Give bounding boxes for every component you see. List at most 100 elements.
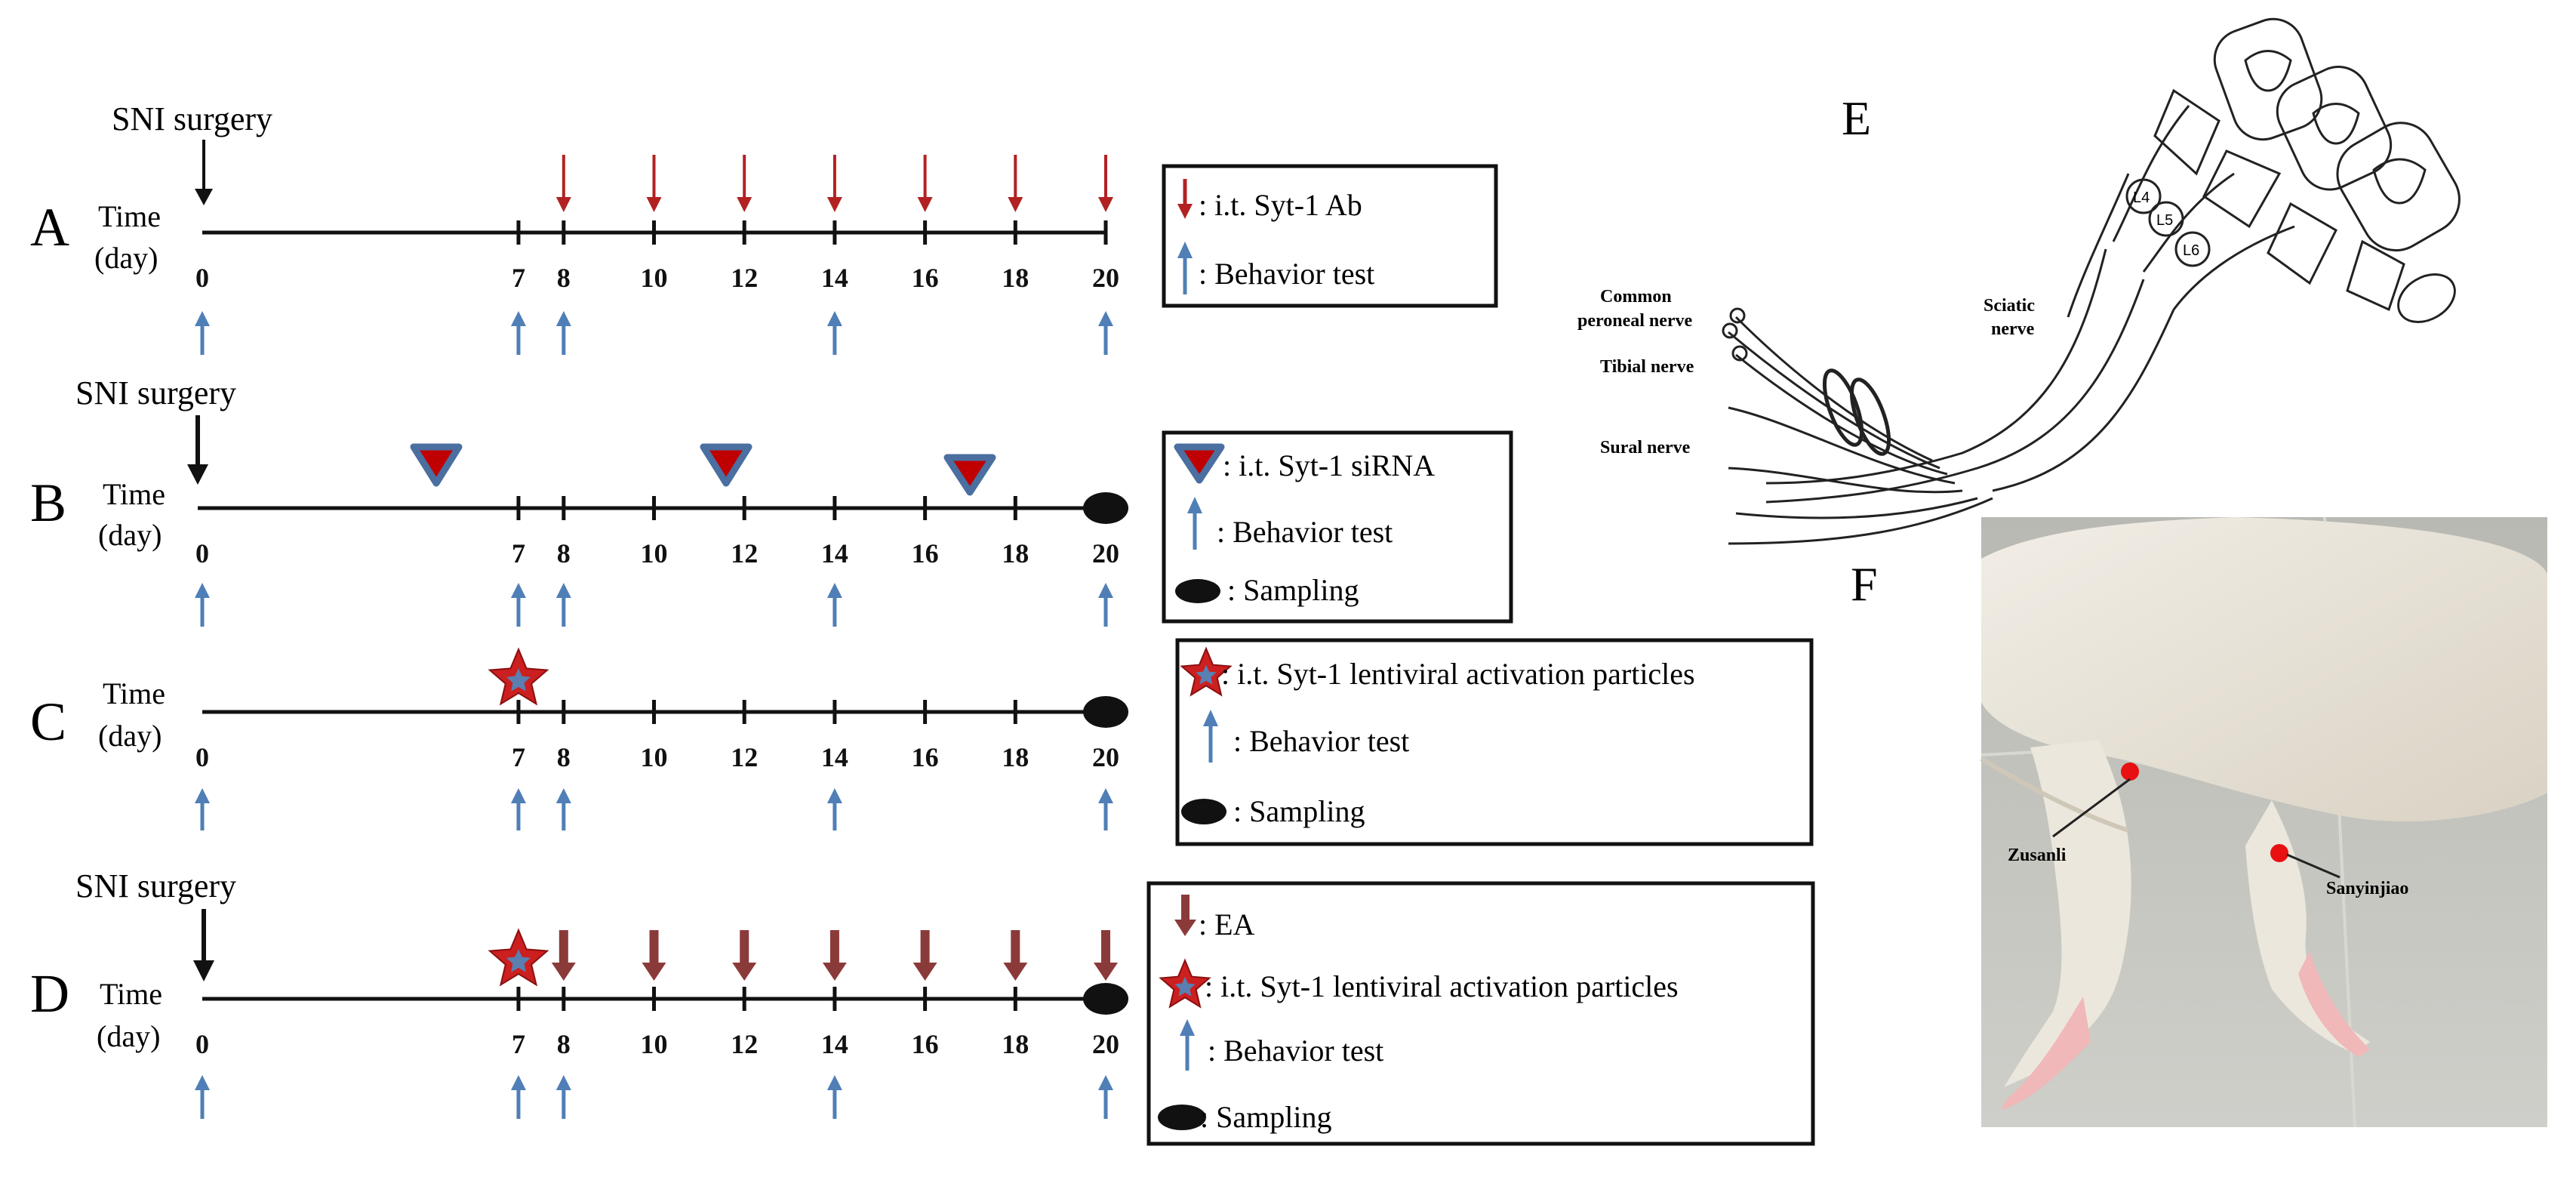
ea-arrow — [732, 930, 757, 981]
surgery-arrow-b — [187, 415, 208, 485]
label-l4: L4 — [2133, 189, 2150, 206]
ea-arrow — [822, 930, 847, 981]
surgery-arrow-d — [193, 909, 214, 981]
sirna-triangle-day17 — [943, 454, 996, 496]
sampling-ellipse-c — [1083, 696, 1128, 728]
behavior-arrow — [1098, 788, 1113, 830]
legend-box-a — [1162, 164, 1498, 308]
behavior-arrow — [826, 311, 842, 355]
panel-letter-a: A — [30, 197, 69, 257]
legend-b: : i.t. Syt-1 siRNA : Behavior test : Sam… — [1162, 430, 1513, 624]
panel-f: F Zusanli Sanyinjiao — [1851, 516, 2548, 1128]
sampling-ellipse-d — [1083, 983, 1128, 1015]
tick-label: 20 — [1092, 1029, 1119, 1059]
ea-arrow — [1003, 930, 1028, 981]
behavior-arrow — [195, 311, 210, 355]
sampling-ellipse-b — [1083, 492, 1128, 524]
legend-box-c — [1175, 638, 1814, 846]
tick-label: 14 — [821, 538, 848, 568]
tick-label: 10 — [641, 742, 668, 772]
legend-text-b-sampling: : Sampling — [1227, 573, 1359, 607]
tick-label: 12 — [731, 742, 758, 772]
ab-arrow — [646, 155, 662, 212]
nerve-diagram — [1722, 17, 2461, 545]
tick-label: 20 — [1092, 538, 1119, 568]
tick-label: 20 — [1092, 742, 1119, 772]
behavior-arrows-a — [195, 311, 1113, 355]
tick-label: 18 — [1002, 1029, 1029, 1059]
behavior-arrow — [510, 583, 526, 627]
behavior-arrow — [195, 1075, 210, 1119]
tick-label: 14 — [821, 742, 848, 772]
tick-label: 14 — [821, 263, 848, 293]
day-label-b: (day) — [98, 518, 162, 552]
tick-label: 16 — [912, 263, 939, 293]
red-down-arrow-icon — [1177, 179, 1193, 219]
ellipse-icon — [1158, 1105, 1206, 1130]
tick-label: 0 — [195, 263, 209, 293]
legend-text-c-lentiviral: : i.t. Syt-1 lentiviral activation parti… — [1221, 657, 1695, 691]
panel-letter-f: F — [1851, 557, 1878, 611]
tick-label: 8 — [557, 538, 571, 568]
behavior-arrow — [1098, 1075, 1113, 1119]
tick-label: 0 — [195, 538, 209, 568]
ea-arrow — [913, 930, 937, 981]
legend-text-c-sampling: : Sampling — [1233, 794, 1365, 828]
tick-label: 16 — [912, 1029, 939, 1059]
behavior-arrow — [556, 583, 571, 627]
legend-text-b-behavior: : Behavior test — [1217, 515, 1393, 549]
ea-arrow — [642, 930, 666, 981]
tick-label: 14 — [821, 1029, 848, 1059]
lentiviral-star-d — [488, 928, 549, 987]
ellipse-icon — [1181, 799, 1226, 824]
lentiviral-star-c — [488, 647, 549, 706]
surgery-label-d: SNI surgery — [75, 867, 236, 904]
star-icon — [1180, 646, 1233, 697]
behavior-arrow — [826, 788, 842, 830]
ea-arrows-d — [551, 930, 1118, 981]
legend-text-a-ab: : i.t. Syt-1 Ab — [1199, 188, 1362, 222]
label-sciatic-1: Sciatic — [1984, 296, 2035, 316]
legend-text-d-ea: : EA — [1199, 907, 1255, 941]
behavior-arrow — [510, 311, 526, 355]
blue-up-arrow-icon — [1203, 710, 1218, 763]
legend-text-d-lentiviral: : i.t. Syt-1 lentiviral activation parti… — [1205, 969, 1679, 1003]
acupoint-sanyinjiao-marker — [2270, 844, 2288, 862]
triangle-icon — [1174, 443, 1225, 484]
ab-arrow — [556, 155, 571, 212]
legend-box-d — [1146, 881, 1815, 1146]
ea-arrow — [1094, 930, 1118, 981]
label-l5: L5 — [2156, 212, 2173, 229]
behavior-arrow — [826, 583, 842, 627]
tick-label: 10 — [641, 1029, 668, 1059]
ab-arrow — [917, 155, 933, 212]
ea-arrow — [551, 930, 576, 981]
behavior-arrow — [195, 583, 210, 627]
label-sanyinjiao: Sanyinjiao — [2326, 879, 2408, 898]
behavior-arrow — [195, 788, 210, 830]
tick-label: 7 — [512, 263, 525, 293]
tick-label: 18 — [1002, 538, 1029, 568]
tick-label: 16 — [912, 742, 939, 772]
legend-c: : i.t. Syt-1 lentiviral activation parti… — [1175, 638, 1814, 846]
label-common-2: peroneal nerve — [1577, 311, 1693, 331]
tick-label: 18 — [1002, 263, 1029, 293]
tick-label: 10 — [641, 263, 668, 293]
tick-label: 0 — [195, 742, 209, 772]
tick-label: 8 — [557, 263, 571, 293]
panel-letter-d: D — [30, 963, 69, 1024]
time-label-c: Time — [103, 676, 165, 710]
blue-up-arrow-icon — [1187, 497, 1202, 550]
blue-up-arrow-icon — [1177, 242, 1193, 294]
legend-text-a-behavior: : Behavior test — [1199, 257, 1374, 291]
behavior-arrow — [556, 1075, 571, 1119]
